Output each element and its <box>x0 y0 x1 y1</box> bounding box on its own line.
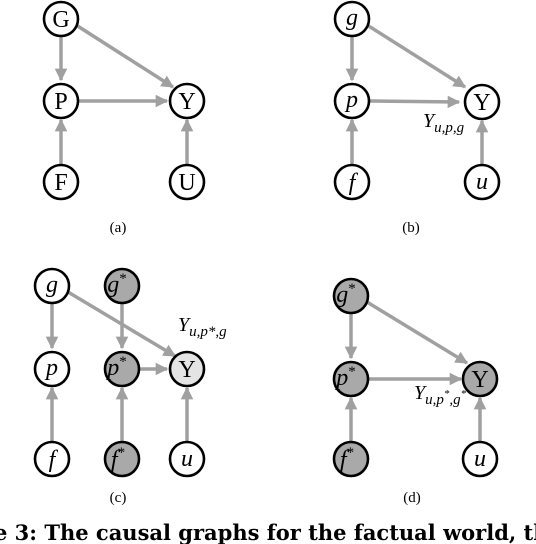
panel-d-label: (d) <box>403 490 421 506</box>
node-Y-label: Y <box>178 357 195 383</box>
node-u-label: u <box>476 169 488 195</box>
node-G <box>42 0 80 38</box>
edge-G-Y <box>75 23 175 89</box>
node-g-label: g <box>46 272 58 298</box>
node-f-label: f <box>49 447 59 473</box>
node-g-star-label: g* <box>107 271 127 298</box>
node-Y-label: Y <box>178 89 195 115</box>
node-u-label: u <box>474 446 486 472</box>
panel-a-label: (a) <box>110 220 127 236</box>
node-u <box>461 440 499 478</box>
node-g <box>333 0 371 38</box>
node-P-label: P <box>54 89 67 115</box>
node-f-star <box>103 440 141 478</box>
node-F <box>42 163 80 201</box>
node-Y <box>463 83 501 121</box>
node-p-star <box>103 350 141 388</box>
node-Y <box>168 82 206 120</box>
node-p <box>333 82 371 120</box>
panel-b-label: (b) <box>402 220 420 236</box>
node-f <box>33 440 71 478</box>
edge-gs-Y <box>366 300 469 365</box>
node-F-label: F <box>54 170 67 196</box>
node-u-label: u <box>181 446 193 472</box>
node-Y <box>461 360 499 398</box>
node-Y-label: Y <box>471 367 488 393</box>
node-g <box>33 267 71 305</box>
node-f-star-label: f* <box>340 445 354 473</box>
panel-c: g g* p p* Y f f* u Yu,p*,g (c) <box>33 267 227 506</box>
node-p <box>33 350 71 388</box>
node-g-star <box>332 277 370 315</box>
node-p-star-label: p* <box>334 364 356 391</box>
panel-d: g* p* Y f* u Yu,p*,g* (d) <box>332 277 499 506</box>
node-G-label: G <box>52 7 69 33</box>
node-Y <box>168 350 206 388</box>
node-P <box>42 82 80 120</box>
node-f-label: f <box>349 170 359 196</box>
node-p-label: p <box>344 87 358 113</box>
node-f <box>333 163 371 201</box>
figure-caption: e 3: The causal graphs for the factual w… <box>0 520 536 544</box>
node-U-label: U <box>178 170 195 196</box>
node-g-star <box>103 267 141 305</box>
edge-g-Y <box>366 23 467 89</box>
node-f-star-label: f* <box>111 445 125 473</box>
edge-p-Y <box>369 95 461 109</box>
y-outcome-label: Yu,p,g <box>423 110 465 136</box>
panel-a: G P Y F U (a) <box>42 0 206 236</box>
panel-c-label: (c) <box>110 490 127 506</box>
y-outcome-label: Yu,p*,g* <box>414 382 467 408</box>
node-p-label: p <box>44 355 58 381</box>
node-p-star <box>332 360 370 398</box>
node-g-star-label: g* <box>336 281 356 308</box>
node-u <box>168 440 206 478</box>
y-outcome-label: Yu,p*,g <box>178 314 227 340</box>
node-U <box>168 163 206 201</box>
node-p-star-label: p* <box>105 354 127 381</box>
panel-b: g p Y f u Yu,p,g (b) <box>333 0 501 236</box>
node-Y-label: Y <box>473 90 490 116</box>
node-g-label: g <box>346 5 358 31</box>
node-f-star <box>332 440 370 478</box>
node-u <box>463 163 501 201</box>
